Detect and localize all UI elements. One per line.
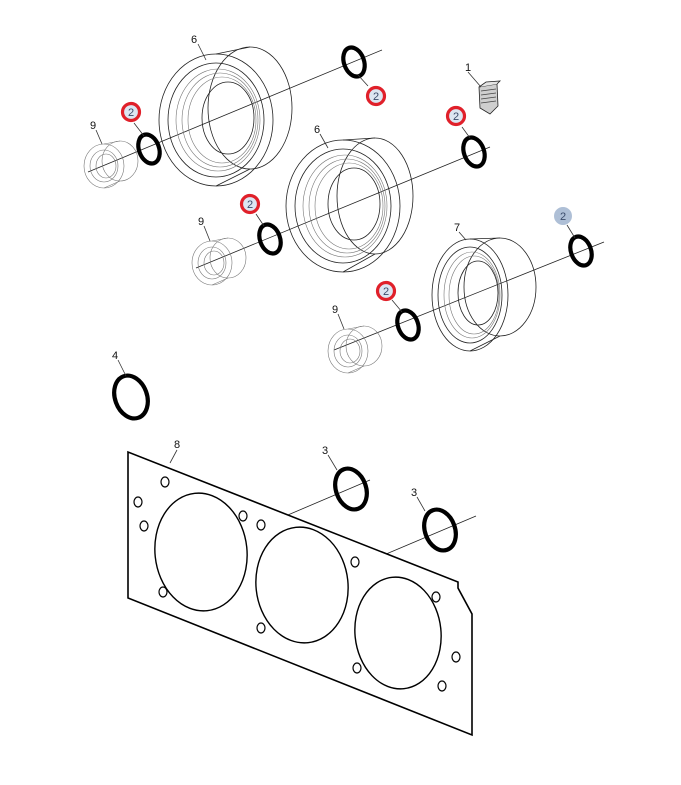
o-ring[interactable]: [566, 233, 595, 268]
part-labels: 6 1 6 9 9 7 9 4 8 3 3: [90, 34, 471, 499]
callouts: 2 2 2 2 2 2: [120, 85, 572, 302]
callout-label: 2: [453, 111, 459, 123]
label-part-9[interactable]: 9: [198, 216, 204, 228]
callout-label: 2: [247, 199, 253, 211]
callout-part-2-active[interactable]: 2: [445, 105, 467, 127]
callout-part-2-active[interactable]: 2: [365, 85, 387, 107]
head-gasket[interactable]: [127, 450, 473, 737]
label-part-4[interactable]: 4: [112, 350, 118, 362]
plug-part[interactable]: [478, 80, 502, 115]
label-part-6[interactable]: 6: [191, 34, 197, 46]
sleeve-top: [83, 140, 139, 189]
cylinder-liner-lower: [431, 237, 537, 352]
o-ring[interactable]: [459, 134, 488, 169]
axis-line: [87, 49, 383, 173]
label-part-1[interactable]: 1: [465, 62, 471, 74]
label-part-3[interactable]: 3: [411, 487, 417, 499]
callout-part-2-active[interactable]: 2: [375, 280, 397, 302]
o-ring-large[interactable]: [419, 505, 462, 555]
callout-label: 2: [560, 211, 566, 223]
label-part-9[interactable]: 9: [90, 120, 96, 132]
callout-label: 2: [128, 107, 134, 119]
axis-line: [195, 146, 491, 269]
label-part-7[interactable]: 7: [454, 222, 460, 234]
axis-line: [333, 241, 605, 351]
o-ring[interactable]: [134, 131, 163, 166]
callout-part-2-active[interactable]: 2: [120, 101, 142, 123]
o-ring[interactable]: [255, 221, 284, 256]
label-part-6[interactable]: 6: [314, 124, 320, 136]
sleeve-middle: [191, 237, 247, 286]
o-ring-large[interactable]: [330, 464, 373, 514]
label-part-3[interactable]: 3: [322, 445, 328, 457]
o-rings: [108, 45, 595, 555]
sleeve-lower: [327, 325, 383, 374]
label-part-8[interactable]: 8: [174, 439, 180, 451]
callout-label: 2: [383, 286, 389, 298]
callout-label: 2: [373, 91, 379, 103]
leader-lines: [95, 43, 576, 512]
o-ring[interactable]: [393, 307, 422, 342]
cylinder-liner-middle: [285, 137, 414, 273]
label-part-9[interactable]: 9: [332, 304, 338, 316]
callout-part-2-active[interactable]: 2: [239, 193, 261, 215]
cylinder-liner-top: [158, 46, 293, 187]
callout-part-2-inactive[interactable]: 2: [554, 207, 572, 225]
o-ring-large[interactable]: [108, 371, 153, 423]
